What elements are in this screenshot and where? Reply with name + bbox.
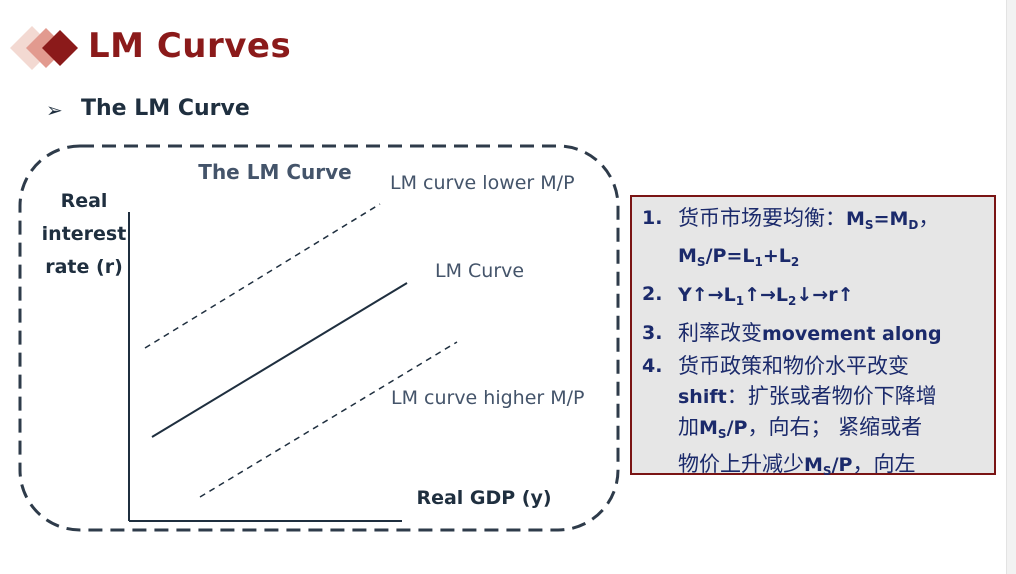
plain-text: ：扩张或者物价下降增 xyxy=(726,384,937,408)
subscript-text: S xyxy=(864,218,874,232)
x-axis-label: Real GDP (y) xyxy=(416,487,551,509)
plain-text: 货币政策和物价水平改变 xyxy=(678,354,909,378)
diagram-heading: The LM Curve xyxy=(198,160,351,184)
bold-text: +L xyxy=(762,245,791,267)
bold-text: M xyxy=(846,208,865,230)
lm-curve-label: LM Curve xyxy=(435,260,524,282)
bold-text: /P xyxy=(726,417,748,439)
note-number: 3. xyxy=(642,322,663,344)
bold-text: M xyxy=(804,454,823,476)
lm-curve-line xyxy=(151,282,408,438)
plain-text: 货币市场要均衡： xyxy=(678,206,846,230)
plain-text: ，向左 xyxy=(852,452,916,476)
subscript-text: 2 xyxy=(788,294,797,308)
note-text: 货币市场要均衡：MS=MD，MS/P=L1+L2 xyxy=(678,203,939,277)
y-axis-label-line-1: Real xyxy=(61,190,108,212)
note-text: 利率改变movement along xyxy=(678,318,942,349)
bold-text: M xyxy=(678,245,697,267)
bold-text: /P xyxy=(831,454,853,476)
note-number: 4. xyxy=(642,355,663,377)
bold-text: M xyxy=(699,417,718,439)
subscript-text: 2 xyxy=(790,255,800,269)
subscript-text: S xyxy=(696,255,706,269)
plain-text: 加 xyxy=(678,415,699,439)
bold-text: ↑→L xyxy=(744,284,789,306)
plain-text: 利率改变 xyxy=(678,321,762,345)
note-item: 2. Y↑→L1↑→L2↓→r↑ xyxy=(640,279,986,316)
plain-text: ，向右； 紧缩或者 xyxy=(747,415,923,439)
subscript-text: D xyxy=(908,218,919,232)
subscript-text: 1 xyxy=(735,294,745,308)
bold-text: /P=L xyxy=(705,245,755,267)
note-item: 3. 利率改变movement along xyxy=(640,318,986,349)
subscript-text: S xyxy=(717,427,727,441)
diamond-logo-icon xyxy=(10,26,78,70)
plain-text: 物价上升减少 xyxy=(678,452,804,476)
slide-title: LM Curves xyxy=(88,26,292,66)
bold-text: =M xyxy=(873,208,909,230)
subscript-text: 1 xyxy=(754,255,763,269)
dashed-frame xyxy=(18,144,620,532)
lm-curve-higher-mp-label: LM curve higher M/P xyxy=(391,387,585,409)
lm-curve-higher-mp-line xyxy=(199,341,458,498)
bullet-arrow-icon: ➢ xyxy=(46,98,63,122)
bold-text: movement along xyxy=(762,323,942,345)
note-number: 2. xyxy=(642,283,663,305)
slide-subtitle: The LM Curve xyxy=(81,96,250,121)
plain-text: ， xyxy=(918,206,940,230)
y-axis-label-line-2: interest xyxy=(42,223,127,245)
notes-panel: 1. 货币市场要均衡：MS=MD，MS/P=L1+L2 2. Y↑→L1↑→L2… xyxy=(630,195,996,478)
lm-curve-lower-mp-line xyxy=(144,203,381,349)
bold-text: shift xyxy=(678,386,727,408)
note-item: 1. 货币市场要均衡：MS=MD，MS/P=L1+L2 xyxy=(640,203,986,277)
bold-text: Y↑→L xyxy=(678,284,736,306)
y-axis-label-line-3: rate (r) xyxy=(45,256,123,278)
note-number: 1. xyxy=(642,207,663,229)
bold-text: ↓→r↑ xyxy=(796,284,854,306)
lm-curve-lower-mp-label: LM curve lower M/P xyxy=(390,172,575,194)
note-text: Y↑→L1↑→L2↓→r↑ xyxy=(678,279,854,316)
subscript-text: S xyxy=(822,464,832,478)
window-edge xyxy=(1006,0,1016,574)
